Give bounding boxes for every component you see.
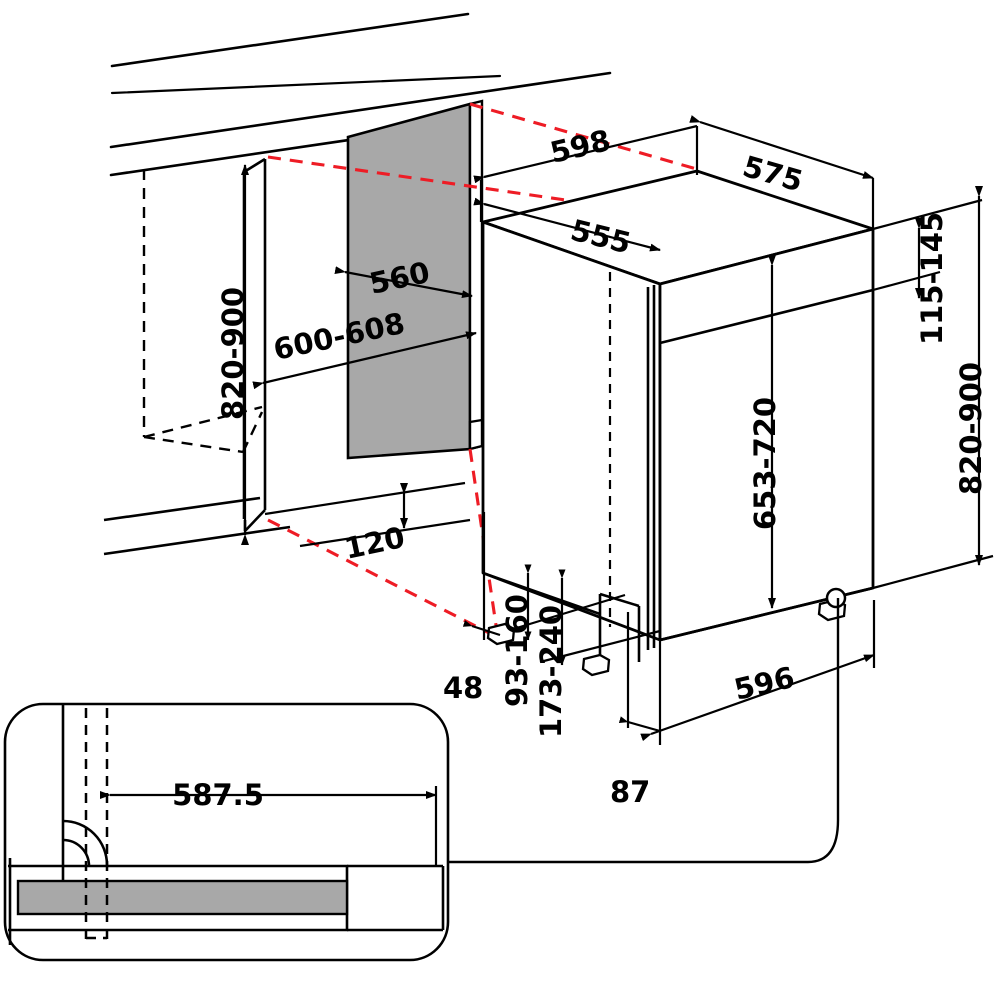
- dim-toe-offset: [462, 512, 501, 640]
- foot-adjuster-icon: [825, 587, 847, 609]
- dim-detail-door-width: [100, 786, 438, 866]
- label-niche-height-left: 820-900: [216, 287, 250, 420]
- label-toe-offset: 48: [443, 671, 483, 705]
- detail-hinge-arcs: [62, 819, 109, 867]
- dim-gap-height: [872, 198, 983, 299]
- dim-service-zone-b: [509, 569, 661, 666]
- label-base-width: 596: [731, 660, 798, 707]
- label-door-height: 653-720: [748, 397, 782, 530]
- appliance-body: [481, 169, 875, 642]
- label-service-zone-b: 173-240: [534, 605, 568, 738]
- label-floor-offset: 120: [341, 520, 407, 566]
- appliance-control-panel: [646, 285, 874, 650]
- dim-floor-offset: [264, 481, 471, 548]
- detail-door-bar: [16, 879, 349, 916]
- label-detail-door-width: 587.5: [172, 778, 264, 812]
- label-foot-offset: 87: [610, 775, 650, 809]
- detail-hidden-lines: [84, 708, 109, 940]
- dim-niche-depth: [252, 331, 477, 390]
- label-gap-height: 115-145: [915, 212, 949, 345]
- detail-leader-line: [448, 598, 840, 864]
- label-service-zone-a: 93-160: [500, 594, 534, 707]
- toe-clip: [486, 622, 516, 646]
- floor-lines: [103, 496, 291, 556]
- dim-top-depth-front: [689, 115, 875, 232]
- label-niche-height-right: 820-900: [954, 362, 988, 495]
- detail-inset-frame: [3, 702, 450, 962]
- dim-panel-width: [334, 266, 473, 299]
- dim-top-width: [473, 197, 661, 252]
- dim-niche-height-right: [872, 186, 994, 590]
